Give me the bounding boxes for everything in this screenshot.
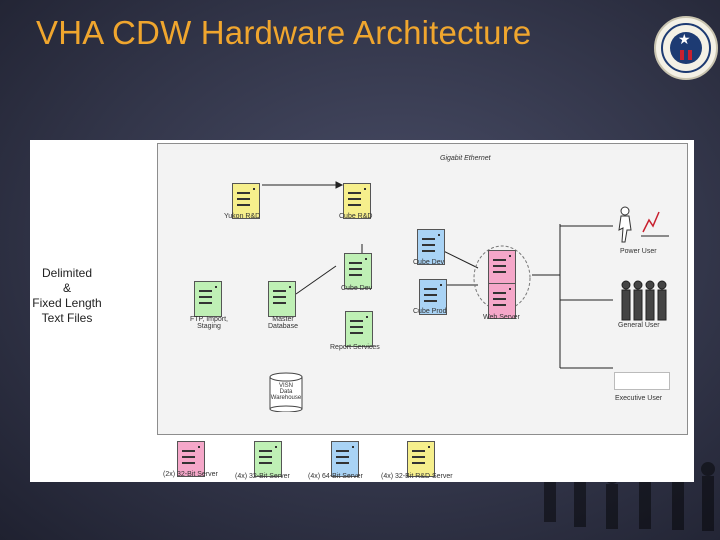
- ftp-server-icon: [194, 281, 222, 317]
- cube-rd-label: Cube R&D: [339, 213, 373, 220]
- legend-swatch-2x-32bit: [177, 441, 205, 477]
- report-services-server-icon: [345, 311, 373, 347]
- architecture-diagram: Gigabit Ethernet Delimited & Fixed Lengt…: [30, 140, 694, 482]
- cube-prod-server-icon: [419, 279, 447, 315]
- yukon-rd-server-icon: [232, 183, 260, 219]
- report-services-label: Report Services: [330, 344, 380, 351]
- source-files-label: Delimited & Fixed Length Text Files: [32, 266, 102, 325]
- cube-rd-server-icon: [343, 183, 371, 219]
- general-user-label: General User: [618, 322, 660, 329]
- power-user-label: Power User: [620, 248, 657, 255]
- cube-prod-label: Cube Prod: [413, 308, 447, 315]
- cube-dev-top-label: Cube Dev: [413, 259, 445, 266]
- master-database-server-icon: [268, 281, 296, 317]
- executive-user-icon: [614, 372, 670, 390]
- master-database-label: Master Database: [268, 316, 298, 330]
- legend-swatch-4x-64bit: [331, 441, 359, 477]
- legend-swatch-4x-32bit: [254, 441, 282, 477]
- power-user-icon: [618, 206, 669, 243]
- legend-swatch-4x-rd: [407, 441, 435, 477]
- legend-label-4x-rd: (4x) 32-Bit R&D Server: [381, 473, 453, 480]
- network-label: Gigabit Ethernet: [440, 155, 491, 162]
- legend-label-4x-64bit: (4x) 64-Bit Server: [308, 473, 363, 480]
- yukon-rd-label: Yukon R&D: [224, 213, 261, 220]
- web-server-2-icon: [488, 283, 516, 319]
- legend-label-4x-32bit: (4x) 32-Bit Server: [235, 473, 290, 480]
- web-server-1-icon: [488, 250, 516, 286]
- general-user-icon: [621, 280, 667, 321]
- cube-dev-server-icon: [344, 253, 372, 289]
- legend-label-2x-32bit: (2x) 32-Bit Server: [163, 471, 218, 478]
- storage-cylinder-icon: [269, 372, 303, 412]
- cube-dev-top-server-icon: [417, 229, 445, 265]
- web-server-label: Web Server: [483, 314, 520, 321]
- executive-user-label: Executive User: [615, 395, 663, 402]
- cube-dev-label: Cube Dev: [341, 285, 373, 292]
- slide-title: VHA CDW Hardware Architecture: [36, 14, 532, 51]
- ftp-label: FTP, Import, Staging: [190, 316, 228, 330]
- va-seal-logo: ★: [654, 16, 718, 80]
- storage-label: VISN Data Warehouse: [270, 383, 302, 401]
